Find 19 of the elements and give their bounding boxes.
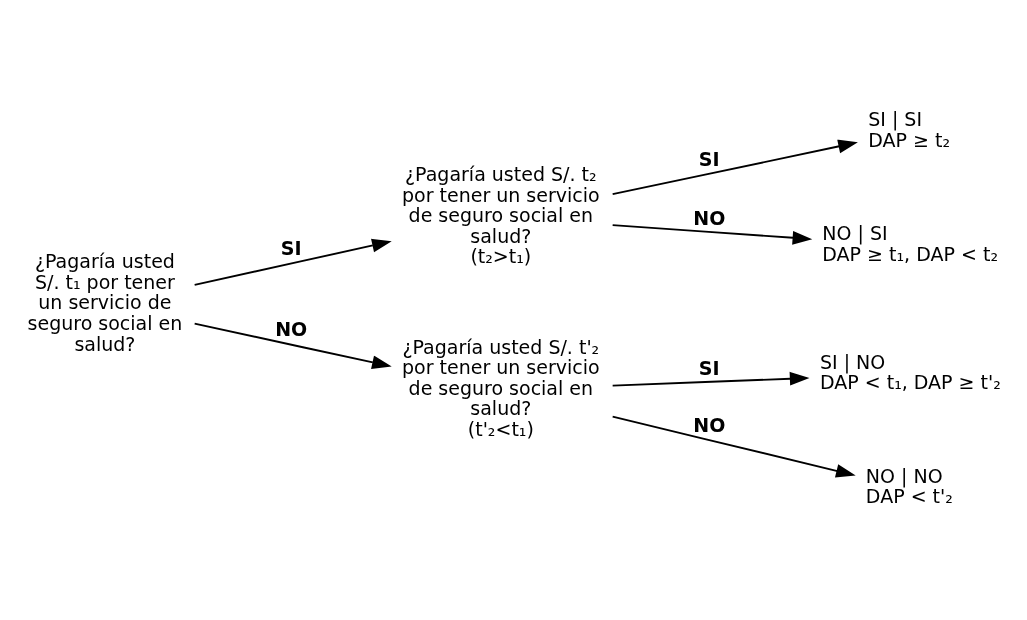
edge-label: SI — [698, 357, 720, 380]
edge-label: NO — [693, 414, 726, 437]
node-text: NO | SI DAP ≥ t₁, DAP < t₂ — [822, 222, 999, 266]
node-text: ¿Pagaría usted S/. t'₂ por tener un servicio de seguro social en salud? (t'₂<t₁) — [402, 335, 600, 441]
node-text: SI | SI DAP ≥ t₂ — [868, 108, 951, 152]
arrow — [611, 224, 813, 245]
edge-label: SI — [280, 236, 302, 259]
arrow — [193, 238, 392, 286]
node-text: ¿Pagaría usted S/. t₂ por tener un servicio de seguro social en salud? (t₂>t₁) — [402, 163, 600, 268]
edge-label: SI — [698, 148, 720, 171]
node-text: NO | NO DAP < t'₂ — [865, 464, 953, 508]
node-text: ¿Pagaría usted S/. t₁ por tener un servicio de seguro social en salud? — [27, 250, 183, 355]
arrow — [193, 322, 392, 370]
arrow — [611, 139, 858, 196]
edge-label: NO — [275, 317, 308, 340]
arrow — [611, 371, 810, 387]
node-text: SI | NO DAP < t₁, DAP ≥ t'₂ — [819, 350, 1001, 394]
arrow — [611, 415, 856, 478]
edge-label: NO — [693, 206, 726, 229]
